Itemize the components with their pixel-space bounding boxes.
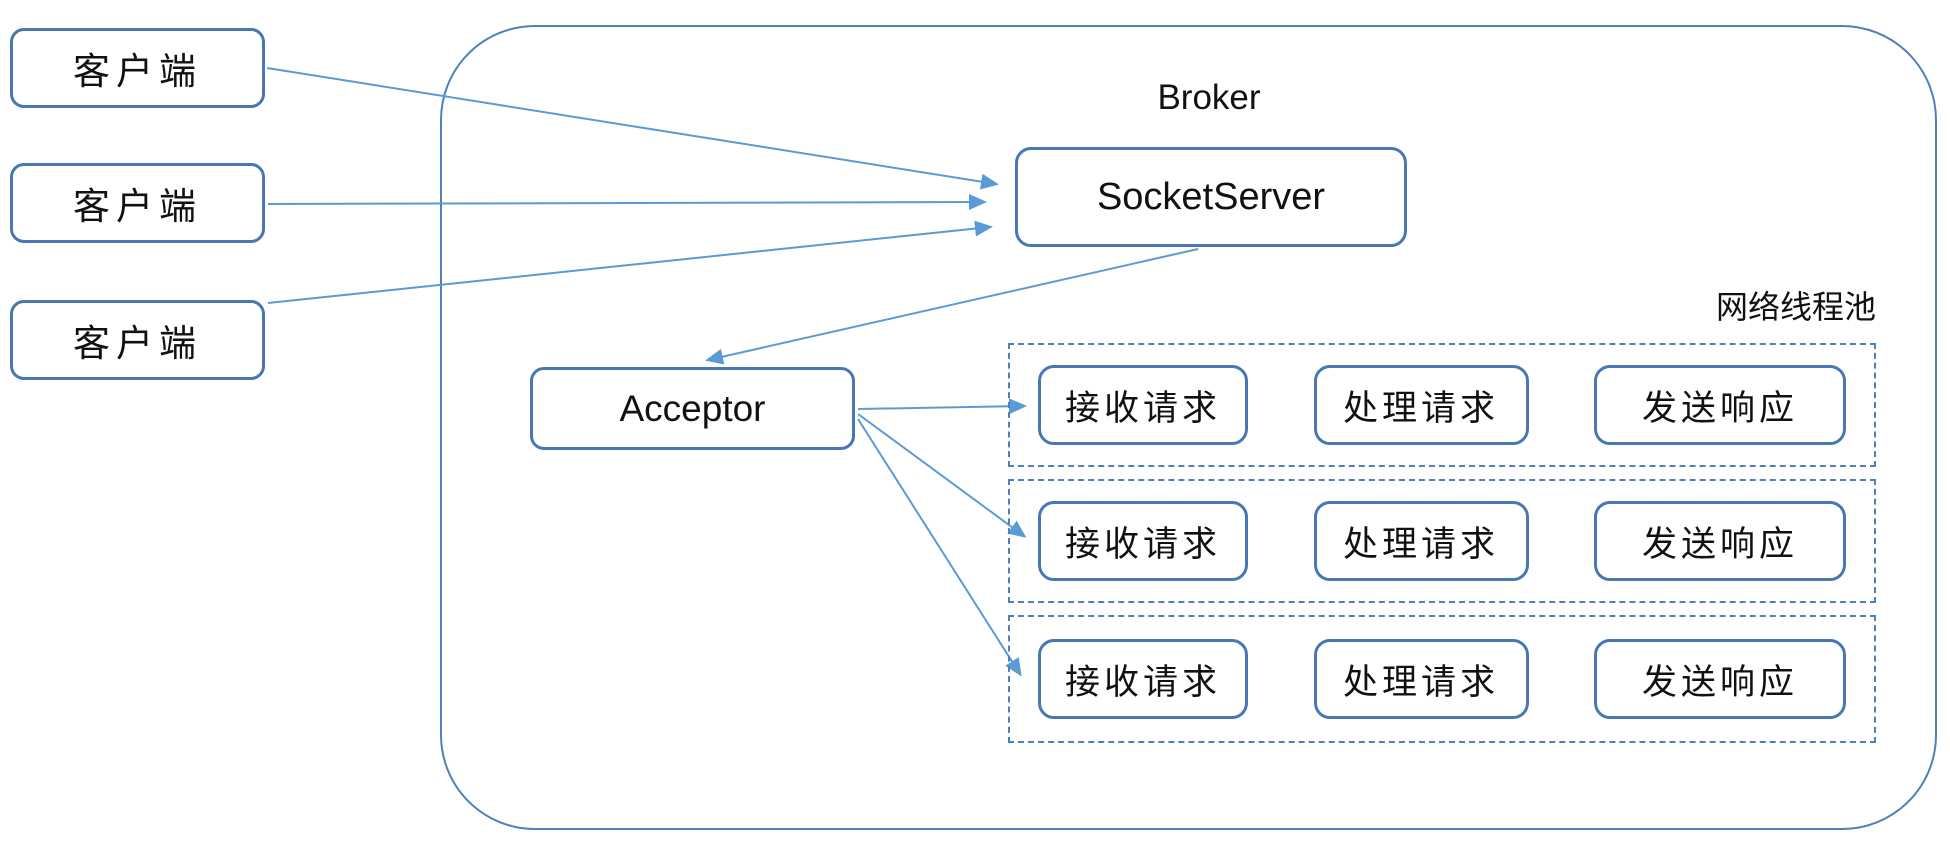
step-process-request-box: 处理请求 <box>1313 501 1529 581</box>
acceptor-box: Acceptor <box>530 367 855 450</box>
step-label: 处理请求 <box>1342 662 1499 702</box>
client-label: 客户端 <box>73 186 202 227</box>
step-process-request-box: 处理请求 <box>1313 639 1529 719</box>
thread-row-1: 接收请求 处理请求 发送响应 <box>1008 343 1876 467</box>
step-send-response-box: 发送响应 <box>1594 501 1846 581</box>
step-label: 处理请求 <box>1342 524 1499 564</box>
step-label: 接收请求 <box>1064 388 1221 428</box>
client-label: 客户端 <box>73 51 202 92</box>
client-box-2: 客户端 <box>10 163 265 243</box>
step-send-response-box: 发送响应 <box>1594 639 1846 719</box>
thread-row-2: 接收请求 处理请求 发送响应 <box>1008 479 1876 603</box>
socket-server-label: SocketServer <box>1096 175 1326 218</box>
client-label: 客户端 <box>73 323 202 364</box>
step-label: 接收请求 <box>1064 524 1221 564</box>
step-receive-request-box: 接收请求 <box>1038 365 1248 445</box>
step-label: 发送响应 <box>1641 388 1798 428</box>
thread-row-3: 接收请求 处理请求 发送响应 <box>1008 615 1876 743</box>
broker-container <box>440 25 1937 830</box>
step-label: 接收请求 <box>1064 662 1221 702</box>
network-thread-pool-label: 网络线程池 <box>1715 289 1876 325</box>
step-process-request-box: 处理请求 <box>1313 365 1529 445</box>
socket-server-box: SocketServer <box>1015 147 1407 247</box>
step-label: 发送响应 <box>1641 524 1798 564</box>
step-receive-request-box: 接收请求 <box>1038 501 1248 581</box>
acceptor-label: Acceptor <box>619 387 766 429</box>
step-label: 发送响应 <box>1641 662 1798 702</box>
step-send-response-box: 发送响应 <box>1594 365 1846 445</box>
step-receive-request-box: 接收请求 <box>1038 639 1248 719</box>
client-box-3: 客户端 <box>10 300 265 380</box>
step-label: 处理请求 <box>1342 388 1499 428</box>
client-box-1: 客户端 <box>10 28 265 108</box>
broker-label: Broker <box>1157 78 1261 117</box>
